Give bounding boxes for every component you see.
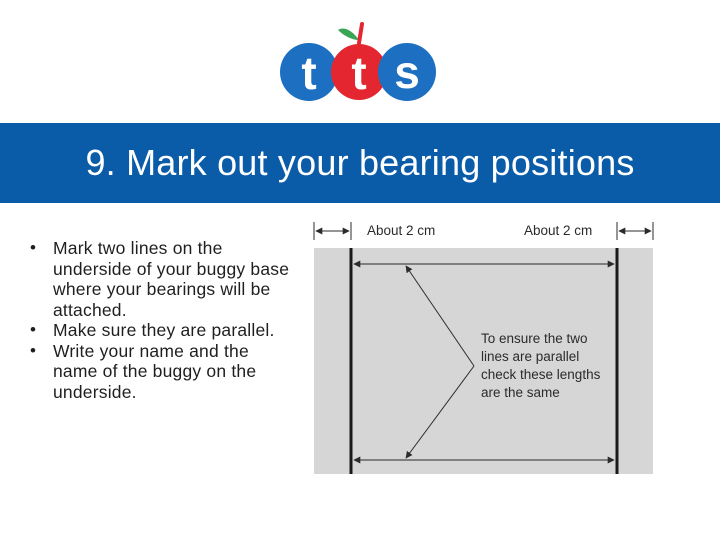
bullet-text: Make sure they are parallel. [53,320,275,340]
logo-letter-3: s [394,46,420,98]
logo-letter-2: t [351,47,366,99]
logo-circle-left [280,43,338,101]
bullet-text: Mark two lines on the underside of your … [53,238,290,320]
bullet-item: • Make sure they are parallel. [30,320,292,341]
bullet-dot-icon: • [30,238,37,257]
note-line: check these lengths [481,367,601,382]
bullet-dot-icon: • [30,320,37,339]
logo-leaf-icon [338,28,359,40]
pointer-line-down [405,365,475,459]
bearing-diagram: About 2 cm About 2 cm To ensure the two … [313,222,654,474]
bullet-item: • Mark two lines on the underside of you… [30,238,292,320]
note-line: are the same [481,385,560,400]
label-about-2cm-left: About 2 cm [367,223,435,238]
bullet-dot-icon: • [30,340,37,360]
tts-logo: t t s [280,22,436,101]
buggy-base-board [314,248,653,474]
bullet-item: • Write your name and the name of the bu… [30,341,292,403]
label-about-2cm-right: About 2 cm [524,223,592,238]
bullet-list: • Mark two lines on the underside of you… [30,238,292,402]
pointer-line-up [405,265,475,367]
logo-stem-icon [357,22,364,45]
bullet-text: Write your name and the name of the bugg… [53,340,257,402]
logo-letter-1: t [301,47,316,99]
title-bar: 9. Mark out your bearing positions [0,123,720,203]
logo-circle-right [378,43,436,101]
logo-apple [331,44,387,100]
note-line: To ensure the two [481,331,588,346]
slide-title: 9. Mark out your bearing positions [85,142,635,183]
note-line: lines are parallel [481,349,579,364]
